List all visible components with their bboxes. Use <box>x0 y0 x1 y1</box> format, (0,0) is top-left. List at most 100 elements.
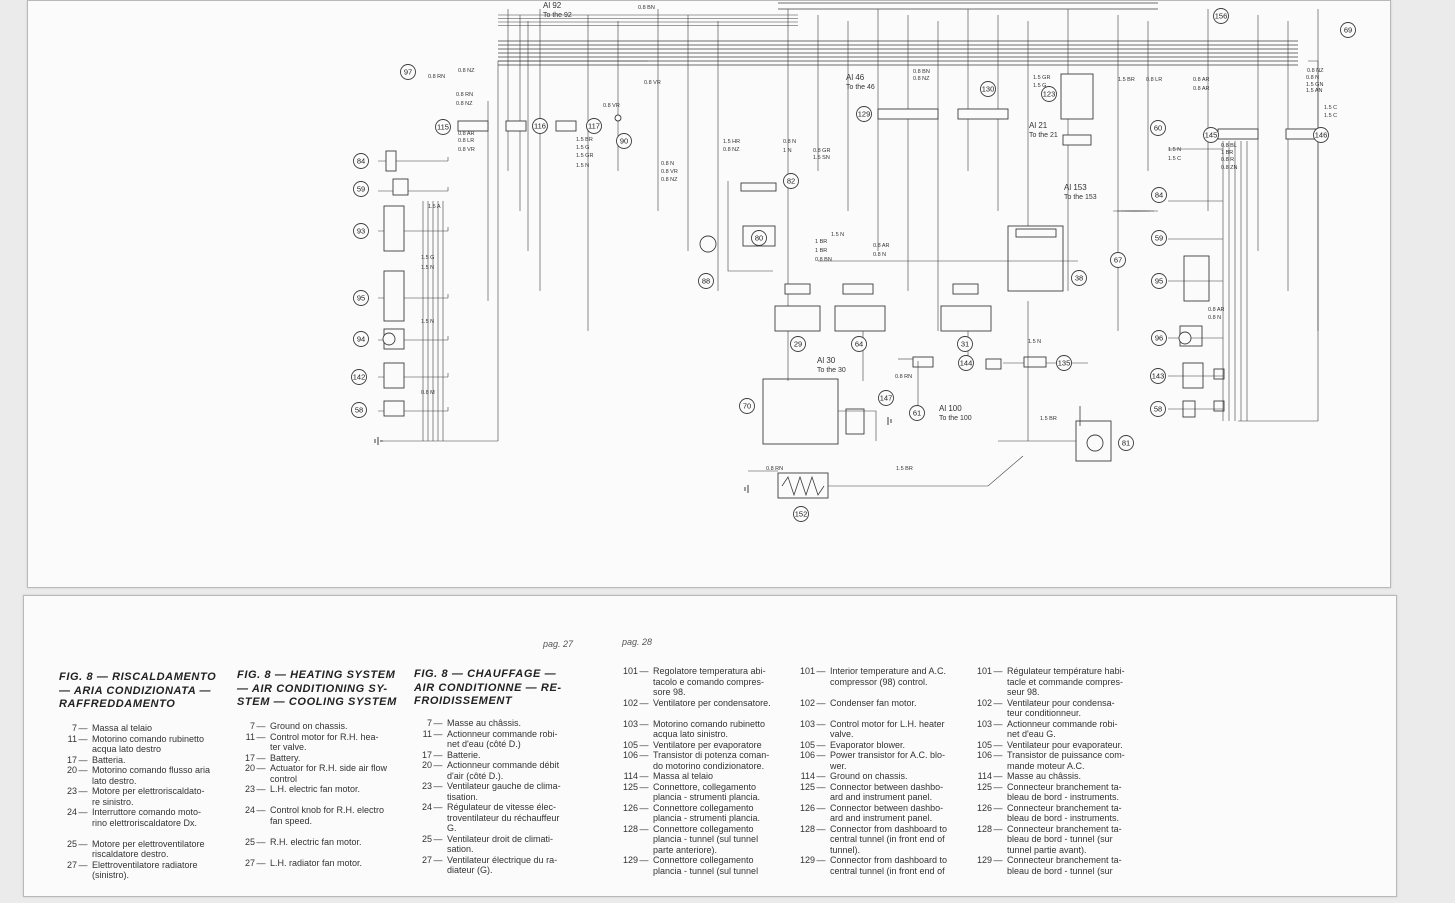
wire-gauge-label: 1.5 C <box>1324 105 1337 111</box>
legend-item-line: troventilateur du réchauffeur <box>447 812 560 823</box>
legend-dash: — <box>993 718 1003 729</box>
legend-dash: — <box>639 718 649 729</box>
legend-item: 126—Connecteur branchement ta-bleau de b… <box>968 803 1140 824</box>
legend-item-number: 7 <box>426 718 432 728</box>
reference-label: To the 46 <box>846 84 875 91</box>
legend-item-number: 103 <box>622 718 638 729</box>
legend-item: 101—Régulateur température habi-tacle et… <box>968 666 1140 698</box>
legend-item-line: Power transistor for A.C. blo- <box>830 750 946 760</box>
component-box <box>845 408 865 435</box>
legend-item-line: L.H. radiator fan motor. <box>270 857 363 868</box>
legend-item-line: valve. <box>830 729 854 739</box>
legend-dash: — <box>816 739 826 750</box>
wire-gauge-label: 0.8 ZN <box>1221 165 1238 171</box>
legend-item-line: sation. <box>447 844 474 854</box>
legend-item-text: Ventilateur pour condensa-teur condition… <box>1007 698 1140 719</box>
legend-item-number: 23 <box>66 786 77 796</box>
legend-item-line: Ventilatore per condensatore. <box>653 697 771 708</box>
connector-box <box>1217 128 1259 140</box>
wire-gauge-label: 0.8 BN <box>913 69 930 75</box>
component-number-circle <box>1110 252 1126 268</box>
legend-dash: — <box>993 802 1003 813</box>
component-box <box>383 400 405 417</box>
legend-item: 17—Battery. <box>231 753 403 764</box>
component-number-circle <box>1203 127 1219 143</box>
legend-dash: — <box>816 666 826 676</box>
legend-item-line: Motorino comando rubinetto <box>92 733 205 744</box>
component-number: 59 <box>357 185 365 194</box>
legend-item-line: Condenser fan motor. <box>830 697 917 708</box>
legend-item-line: Connecteur branchement ta- <box>1007 802 1122 813</box>
component-number: 60 <box>1154 124 1162 133</box>
legend-item-text: Ground on chassis. <box>830 771 963 782</box>
wire-gauge-label: 1.5 N <box>1168 147 1181 153</box>
legend-dash: — <box>816 855 826 865</box>
wire-gauge-label: 0.8 AR <box>1193 86 1210 92</box>
legend-item-number: 105 <box>622 739 638 750</box>
legend-item-line: Connector between dashbo- <box>830 802 944 813</box>
component-number-circle <box>586 118 602 134</box>
fig-title-line: FIG. 8 — RISCALDAMENTO <box>59 671 217 683</box>
legend-item-line: plancia - strumenti plancia. <box>653 813 761 823</box>
legend-list-italian-2: 101—Regolatore temperatura abi-tacolo e … <box>614 666 786 896</box>
legend-item-number: 106 <box>622 750 638 760</box>
legend-item-line: Connettore collegamento <box>653 823 754 834</box>
component-circle <box>1086 434 1104 452</box>
wire-gauge-label: 0.8 GR <box>813 148 830 154</box>
component-number: 94 <box>357 335 365 344</box>
legend-item-line: Control motor for R.H. hea- <box>270 731 379 742</box>
legend-item-line: diateur (G). <box>447 865 493 875</box>
legend-item-line: net d'eau G. <box>1007 729 1056 739</box>
legend-item-text: Batterie. <box>447 750 580 761</box>
component-number-circle <box>790 336 806 352</box>
component-number: 152 <box>795 510 808 519</box>
legend-item-number: 128 <box>976 823 992 834</box>
legend-list-english: 7—Ground on chassis.11—Control motor for… <box>231 721 403 901</box>
wire-gauge-label: 0.8 NZ <box>458 68 475 74</box>
legend-item-line: tunnel). <box>830 844 861 855</box>
component-number: 147 <box>880 394 893 403</box>
legend-item: 125—Connecteur branchement ta-bleau de b… <box>968 782 1140 803</box>
legend-item-line: wer. <box>830 760 847 771</box>
legend-item-number: 103 <box>799 718 815 729</box>
legend-item-line: Regolatore temperatura abi- <box>653 666 766 676</box>
legend-dash: — <box>433 781 443 791</box>
legend-item: 25—R.H. electric fan motor. <box>231 837 403 848</box>
legend-item-line: do motorino condizionatore. <box>653 760 765 771</box>
legend-item-text: Connecteur branchement ta-bleau de bord … <box>1007 782 1140 803</box>
component-number-circle <box>353 290 369 306</box>
wire-gauge-label: 1.5 N <box>1028 339 1041 345</box>
legend-item-text: Ventilateur pour evaporateur. <box>1007 740 1140 751</box>
legend-dash: — <box>639 739 649 750</box>
legend-item-number: 114 <box>800 771 815 781</box>
legend-item-line: Ventilateur pour condensa- <box>1007 697 1115 708</box>
connector-box <box>1062 134 1092 146</box>
wire-gauge-label: 1.5 BR <box>1040 416 1057 422</box>
component-number-circle <box>1118 435 1134 451</box>
component-number: 142 <box>353 373 366 382</box>
legend-item: 25—Ventilateur droit de climati-sation. <box>408 834 580 855</box>
wire-gauge-label: 1.5 N <box>421 319 434 325</box>
legend-item-number: 27 <box>421 854 432 865</box>
legend-item-text: Condenser fan motor. <box>830 698 963 709</box>
legend-item-text: Ventilatore per condensatore. <box>653 698 786 709</box>
legend-item-line: L.H. electric fan motor. <box>270 784 361 794</box>
legend-dash: — <box>993 697 1003 708</box>
legend-item-number: 17 <box>421 749 432 760</box>
wire-gauge-label: 0.8 R <box>1221 157 1234 163</box>
component-box <box>834 305 886 332</box>
fig-title-line: FIG. 8 — HEATING SYSTEM <box>237 669 396 681</box>
legend-item-line: seur 98. <box>1007 687 1040 697</box>
reference-label: Al 46 <box>846 73 865 82</box>
legend-list-french-2: 101—Régulateur température habi-tacle et… <box>968 666 1140 896</box>
legend-item-text: Régulateur de vitesse élec-troventilateu… <box>447 802 580 834</box>
connector-box <box>505 120 527 132</box>
